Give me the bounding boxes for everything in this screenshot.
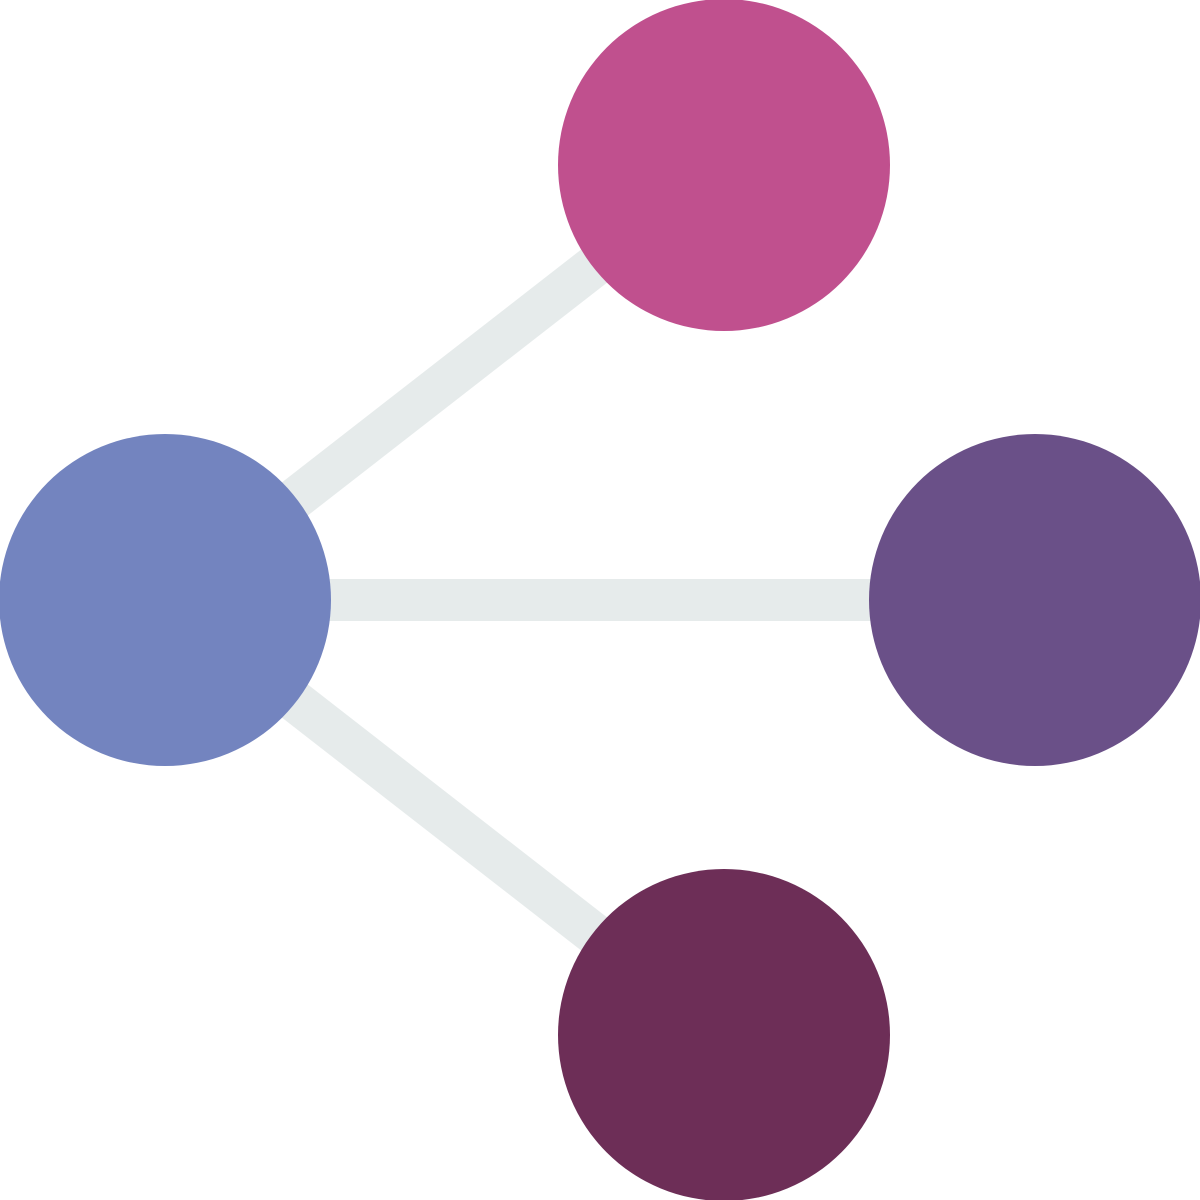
bottom-node bbox=[558, 869, 890, 1200]
source-node bbox=[0, 434, 331, 766]
top-node bbox=[558, 0, 890, 331]
middle-node bbox=[869, 434, 1200, 766]
